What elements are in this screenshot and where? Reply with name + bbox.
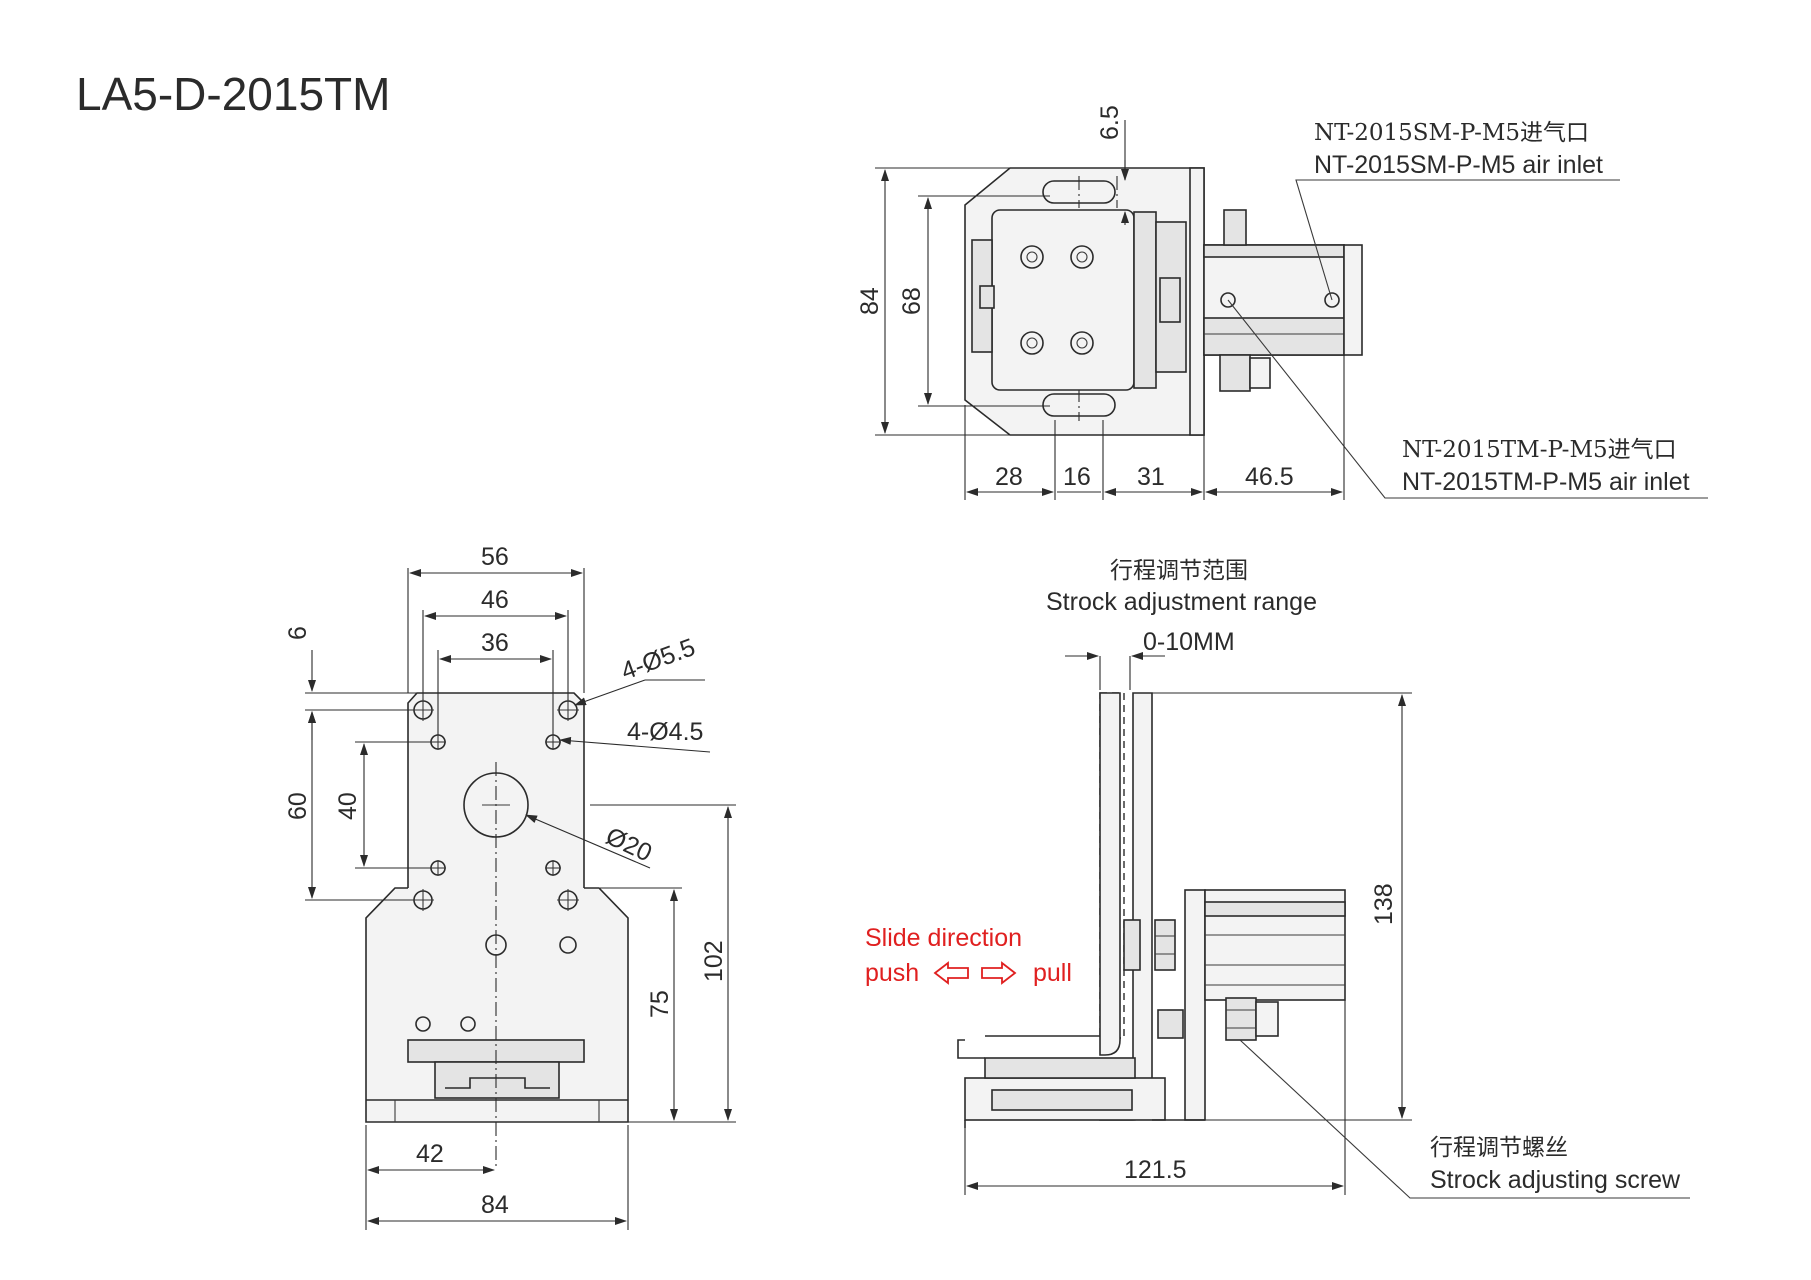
screw-label-en: Strock adjusting screw (1430, 1166, 1681, 1194)
front-rail (434, 1061, 560, 1099)
adjusting-screw-head (1255, 1001, 1279, 1037)
top-fitting (1223, 209, 1247, 246)
top-view: NT-2015SM-P-M5进气口 NT-2015SM-P-M5 air inl… (856, 105, 1708, 500)
top-cylinder-rail-upper (1203, 244, 1345, 258)
side-nut-left (1123, 919, 1141, 971)
dim-16: 16 (1063, 463, 1091, 491)
dim-68-top: 68 (898, 287, 926, 315)
pull-arrow-icon (981, 961, 1017, 985)
dim-60: 60 (284, 792, 312, 820)
dim-40: 40 (334, 792, 362, 820)
screw-label-cn: 行程调节螺丝 (1430, 1135, 1568, 1161)
dim-6-5: 6.5 (1096, 105, 1124, 140)
front-view: 56 46 36 6 60 40 4-Ø5.5 4-Ø4.5 Ø20 (284, 543, 736, 1230)
dim-121-5: 121.5 (1124, 1156, 1187, 1184)
tm-inlet-label-cn: NT-2015TM-P-M5进气口 (1402, 437, 1677, 463)
dim-75: 75 (646, 990, 674, 1018)
stroke-range-value: 0-10MM (1143, 628, 1235, 656)
dim-36: 36 (481, 629, 509, 657)
pull-label: pull (1033, 959, 1072, 987)
slide-direction-label: Slide direction (865, 924, 1022, 952)
top-nut (1159, 277, 1181, 323)
push-label: push (865, 959, 919, 987)
side-fitting (1157, 1009, 1184, 1039)
dim-28: 28 (995, 463, 1023, 491)
top-screws (1020, 245, 1094, 355)
tm-air-inlet-port (1220, 292, 1236, 308)
dim-56: 56 (481, 543, 509, 571)
top-cylinder-rail-lower (1203, 317, 1345, 356)
drawing-title: LA5-D-2015TM (76, 68, 390, 120)
tm-inlet-label-en: NT-2015TM-P-M5 air inlet (1402, 468, 1690, 496)
top-bracket-edge (1189, 167, 1205, 436)
top-cylinder-end (1343, 244, 1363, 356)
top-carriage (991, 209, 1135, 391)
hole-callout-5-5: 4-Ø5.5 (617, 633, 698, 685)
dim-138: 138 (1370, 883, 1398, 925)
dim-84-front: 84 (481, 1191, 509, 1219)
top-screw-nut (1219, 354, 1251, 392)
dim-31: 31 (1137, 463, 1165, 491)
side-cylinder-top-band (1204, 901, 1346, 917)
front-body (365, 887, 629, 1123)
side-rail (991, 1089, 1133, 1111)
sm-air-inlet-port (1324, 292, 1340, 308)
side-carriage (984, 1057, 1136, 1079)
dim-46-5: 46.5 (1245, 463, 1294, 491)
front-holes (412, 699, 579, 1032)
side-plate (1099, 692, 1121, 1056)
hole-callout-4-5: 4-Ø4.5 (627, 718, 703, 746)
top-carriage-side (1133, 211, 1157, 389)
dim-46: 46 (481, 586, 509, 614)
top-left-knob (979, 285, 995, 309)
dim-42: 42 (416, 1140, 444, 1168)
screw-leader (1239, 1039, 1690, 1199)
side-view: 行程调节范围 Strock adjustment range 0-10MM (865, 558, 1690, 1199)
side-bracket-arm (1184, 889, 1206, 1121)
dia-20-callout: Ø20 (601, 822, 656, 867)
sm-inlet-label-cn: NT-2015SM-P-M5进气口 (1314, 120, 1589, 146)
side-nut-right (1154, 919, 1176, 971)
stroke-range-label-cn: 行程调节范围 (1110, 558, 1248, 584)
dim-6: 6 (284, 626, 312, 640)
dim-102: 102 (700, 940, 728, 982)
sm-inlet-leader (1295, 179, 1620, 301)
stroke-range-label-en: Strock adjustment range (1046, 588, 1317, 616)
top-screw-head (1249, 357, 1271, 389)
push-arrow-icon (933, 961, 969, 985)
adjusting-screw-nut (1225, 997, 1257, 1041)
dim-84-top: 84 (856, 287, 884, 315)
tm-inlet-leader (1227, 299, 1708, 499)
sm-inlet-label-en: NT-2015SM-P-M5 air inlet (1314, 151, 1603, 179)
